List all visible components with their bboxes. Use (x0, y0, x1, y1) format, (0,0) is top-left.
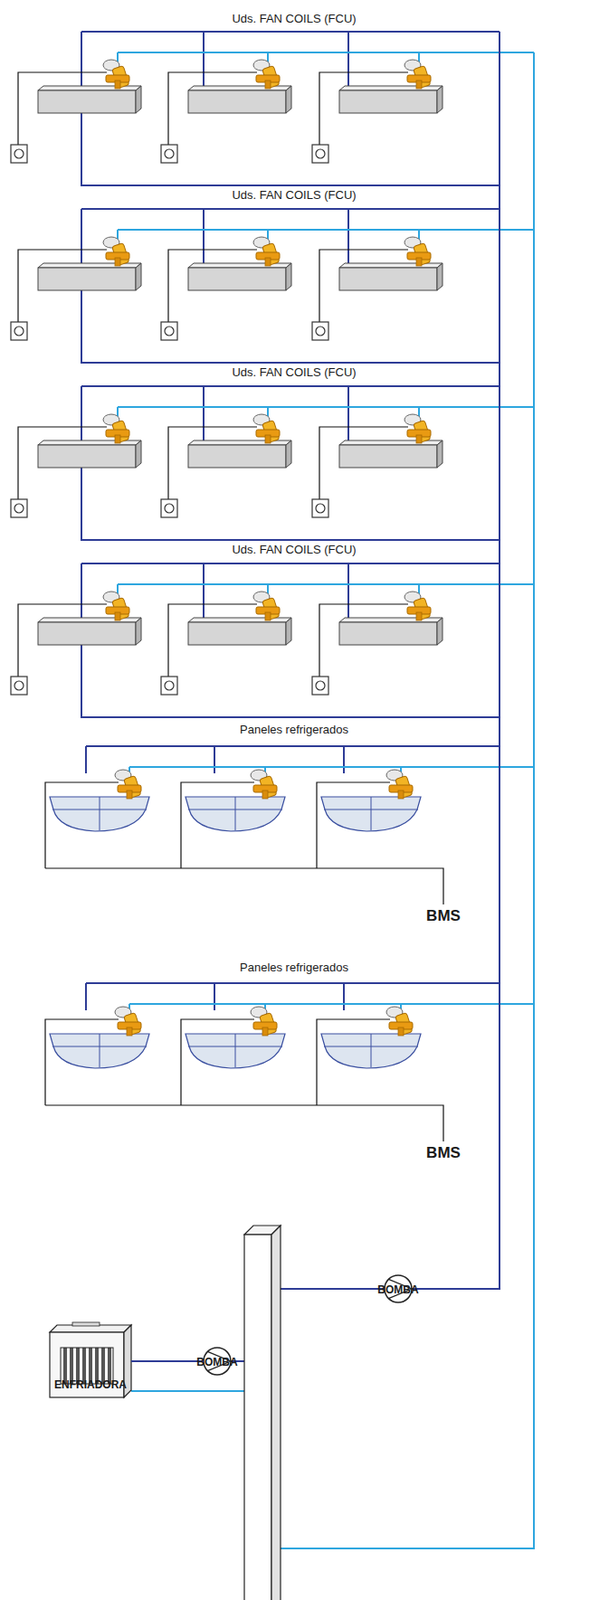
chilled-panel-group (45, 983, 534, 1142)
return-riser (271, 52, 534, 1550)
pump-unit: BOMBA (203, 1348, 231, 1376)
pump-unit: BOMBA (384, 1275, 412, 1304)
group-title: Paneles refrigerados (239, 723, 349, 738)
equipment-label: ENFRIADORA (54, 1379, 127, 1393)
heat-exchanger (244, 1226, 281, 1600)
group-title: Uds. FAN COILS (FCU) (231, 12, 356, 27)
fan-coil-group (10, 563, 534, 718)
pipe-connector (131, 1360, 204, 1363)
group-title: Uds. FAN COILS (FCU) (231, 366, 356, 381)
fan-coil-group (10, 386, 534, 541)
chilled-panel-group (45, 746, 534, 905)
primary-return-pipe (131, 1390, 245, 1393)
group-title: Uds. FAN COILS (FCU) (231, 189, 356, 203)
chiller-symbol (49, 1322, 132, 1399)
bms-label: BMS (426, 907, 461, 926)
equipment-label: BOMBA (377, 1284, 419, 1298)
group-title: Paneles refrigerados (239, 961, 349, 976)
fan-coil-group (10, 209, 534, 363)
equipment-label: BOMBA (196, 1357, 238, 1371)
chiller-unit: ENFRIADORA (49, 1325, 132, 1399)
group-title: Uds. FAN COILS (FCU) (231, 543, 356, 558)
bms-label: BMS (426, 1144, 461, 1163)
fan-coil-group (10, 31, 534, 186)
supply-riser (271, 31, 500, 1290)
